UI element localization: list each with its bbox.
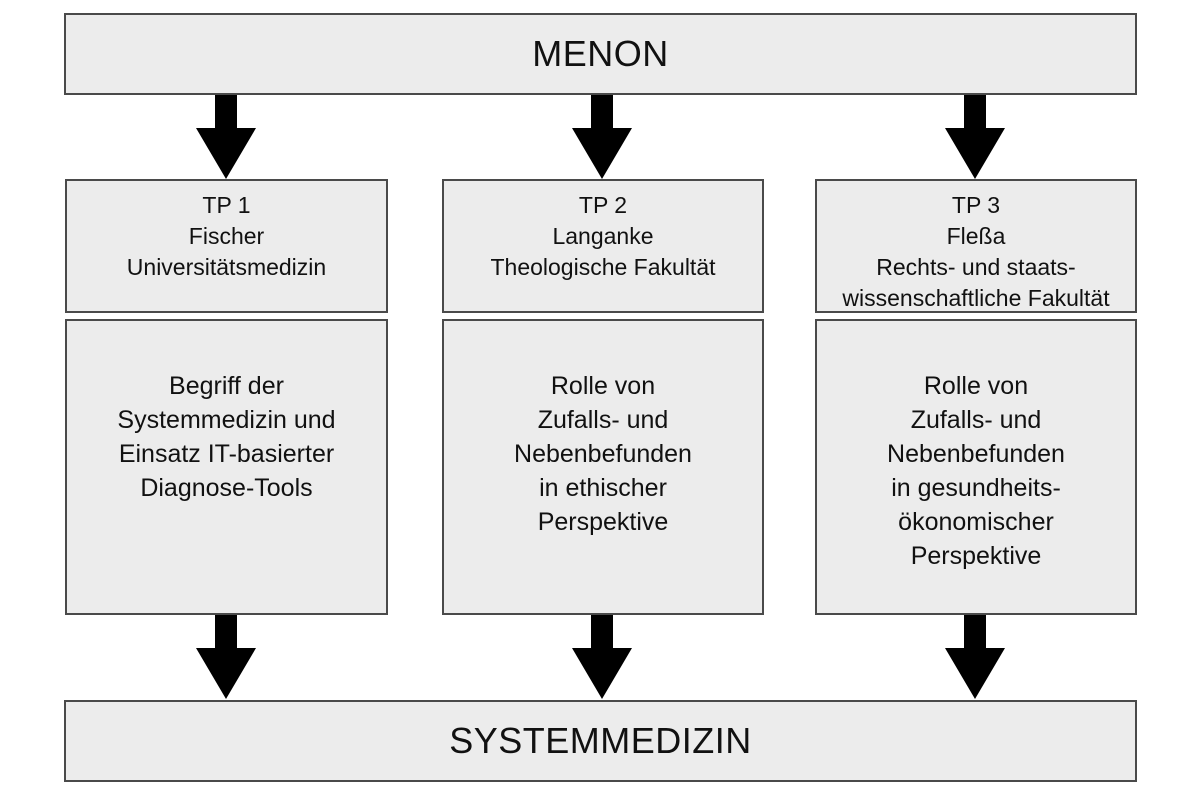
tp3-topic-line: Nebenbefunden xyxy=(887,440,1065,468)
tp2-lead: Langanke xyxy=(552,223,654,249)
tp1-topic-line: Diagnose-Tools xyxy=(140,474,313,502)
tp2-faculty-line: Theologische Fakultät xyxy=(490,254,716,280)
tp2-topic-line: Perspektive xyxy=(537,508,669,536)
tp3-header-box: TP 3 Fleßa Rechts- und staats- wissensch… xyxy=(815,179,1137,313)
menon-label: MENON xyxy=(532,33,669,74)
tp3-topic-box: Rolle von Zufalls- und Nebenbefunden in … xyxy=(815,319,1137,615)
arrow-menon-to-tp1 xyxy=(196,95,256,179)
tp2-header-box: TP 2 Langanke Theologische Fakultät xyxy=(442,179,764,313)
tp1-topic-box: Begriff der Systemmedizin und Einsatz IT… xyxy=(65,319,388,615)
tp1-topic-line: Systemmedizin und xyxy=(117,406,336,434)
tp2-topic-line: in ethischer xyxy=(539,474,667,502)
tp2-topic-line: Rolle von xyxy=(550,372,656,400)
tp1-topic-line: Begriff der xyxy=(169,372,284,400)
arrow-tp2-to-systemmedizin xyxy=(572,615,632,699)
tp1-id: TP 1 xyxy=(202,192,251,218)
tp3-faculty-line: Rechts- und staats- xyxy=(876,254,1076,280)
arrow-menon-to-tp3 xyxy=(945,95,1005,179)
tp1-lead: Fischer xyxy=(188,223,265,249)
tp2-id: TP 2 xyxy=(578,192,628,218)
tp3-topic-line: Perspektive xyxy=(910,542,1042,570)
tp2-topic-box: Rolle von Zufalls- und Nebenbefunden in … xyxy=(442,319,764,615)
arrow-tp3-to-systemmedizin xyxy=(945,615,1005,699)
systemmedizin-box: SYSTEMMEDIZIN xyxy=(64,700,1137,782)
tp1-topic-line: Einsatz IT-basierter xyxy=(118,440,335,468)
tp2-topic-line: Nebenbefunden xyxy=(514,440,692,468)
menon-box: MENON xyxy=(64,13,1137,95)
tp1-header-box: TP 1 Fischer Universitätsmedizin xyxy=(65,179,388,313)
tp3-topic-line: Rolle von xyxy=(923,372,1029,400)
arrow-menon-to-tp2 xyxy=(572,95,632,179)
tp3-faculty-line: wissenschaftliche Fakultät xyxy=(842,285,1110,311)
tp1-faculty-line: Universitätsmedizin xyxy=(126,254,327,280)
arrow-tp1-to-systemmedizin xyxy=(196,615,256,699)
tp2-topic-line: Zufalls- und xyxy=(537,406,669,434)
tp3-topic-line: Zufalls- und xyxy=(910,406,1042,434)
tp3-lead: Fleßa xyxy=(946,223,1006,249)
tp3-topic-line: ökonomischer xyxy=(898,508,1054,536)
tp3-topic-line: in gesundheits- xyxy=(891,474,1061,502)
tp3-id: TP 3 xyxy=(951,192,1001,218)
systemmedizin-label: SYSTEMMEDIZIN xyxy=(449,720,752,761)
